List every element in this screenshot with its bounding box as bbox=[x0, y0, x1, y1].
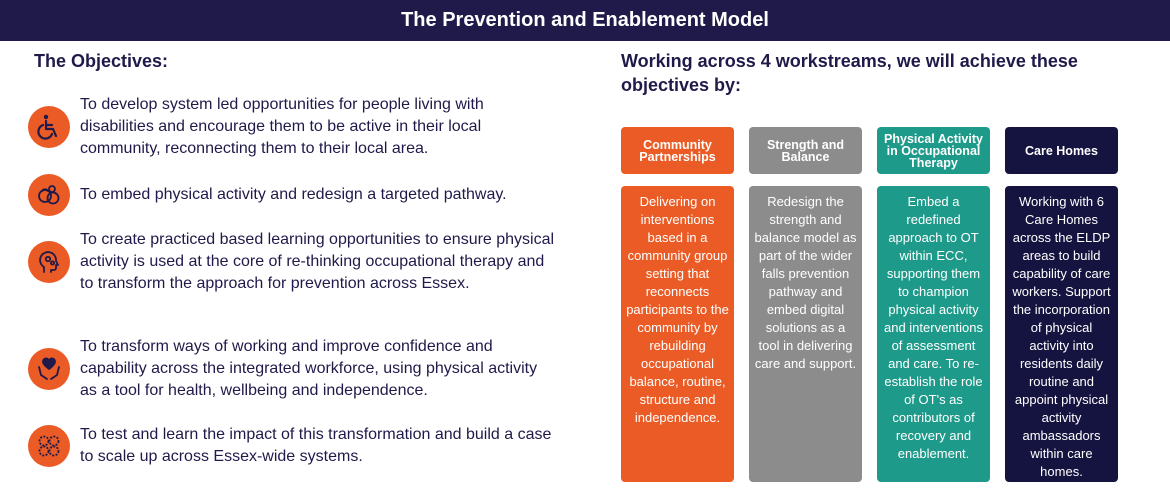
workstream-body: Redesign the strength and balance model … bbox=[749, 186, 862, 482]
workstream-title: Care Homes bbox=[1005, 127, 1118, 174]
objective-item: To test and learn the impact of this tra… bbox=[28, 424, 568, 468]
objective-text: To develop system led opportunities for … bbox=[80, 96, 484, 157]
workstream-physical-activity-ot: Physical Activity in Occupational Therap… bbox=[877, 127, 990, 482]
workstream-title: Physical Activity in Occupational Therap… bbox=[877, 127, 990, 174]
wheelchair-icon bbox=[28, 106, 70, 148]
kettlebell-icon bbox=[28, 174, 70, 216]
workstreams-heading: Working across 4 workstreams, we will ac… bbox=[621, 51, 1078, 95]
objective-text: To test and learn the impact of this tra… bbox=[80, 426, 552, 465]
workstream-strength-balance: Strength and Balance Redesign the streng… bbox=[749, 127, 862, 482]
head-gears-icon bbox=[28, 241, 70, 283]
hands-heart-icon bbox=[28, 348, 70, 390]
workstream-title: Strength and Balance bbox=[749, 127, 862, 174]
objective-item: To embed physical activity and redesign … bbox=[28, 174, 568, 216]
workstream-title: Community Partnerships bbox=[621, 127, 734, 174]
objective-text: To embed physical activity and redesign … bbox=[80, 186, 507, 203]
workstream-community-partnerships: Community Partnerships Delivering on int… bbox=[621, 127, 734, 482]
objective-item: To transform ways of working and improve… bbox=[28, 336, 568, 402]
page-title: The Prevention and Enablement Model bbox=[0, 0, 1170, 41]
objectives-heading: The Objectives: bbox=[34, 51, 169, 71]
objective-item: To create practiced based learning oppor… bbox=[28, 229, 568, 295]
workstream-care-homes: Care Homes Working with 6 Care Homes acr… bbox=[1005, 127, 1118, 482]
objective-text: To create practiced based learning oppor… bbox=[80, 231, 555, 292]
workstream-body: Working with 6 Care Homes across the ELD… bbox=[1005, 186, 1118, 482]
workstream-body: Delivering on interventions based in a c… bbox=[621, 186, 734, 482]
objective-item: To develop system led opportunities for … bbox=[28, 94, 568, 160]
workstream-body: Embed a redefined approach to OT within … bbox=[877, 186, 990, 482]
objective-text: To transform ways of working and improve… bbox=[80, 338, 538, 399]
gears-icon bbox=[28, 425, 70, 467]
